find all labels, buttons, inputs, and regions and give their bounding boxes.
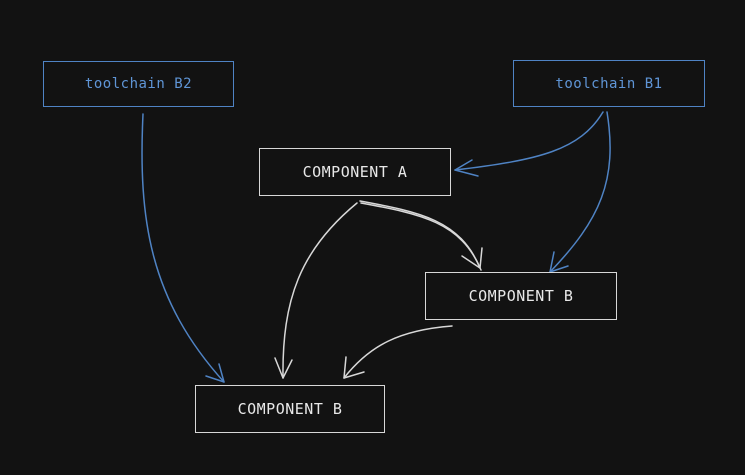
node-component-b-bottom[interactable]: COMPONENT B (195, 385, 385, 433)
node-label: COMPONENT B (237, 400, 343, 418)
node-toolchain-b1[interactable]: toolchain B1 (513, 60, 705, 107)
edge-component-a-to-component-b-bottom (274, 202, 358, 379)
edge-toolchain-b1-to-component-b-mid (549, 111, 611, 273)
node-label: toolchain B1 (555, 75, 663, 92)
node-label: COMPONENT B (468, 287, 574, 305)
node-label: COMPONENT A (302, 163, 408, 181)
node-toolchain-b2[interactable]: toolchain B2 (43, 61, 234, 107)
node-component-a[interactable]: COMPONENT A (259, 148, 451, 196)
edge-component-a-to-component-b-mid (359, 200, 483, 271)
node-component-b-mid[interactable]: COMPONENT B (425, 272, 617, 320)
edge-component-b-mid-to-component-b-bottom (343, 325, 453, 379)
node-label: toolchain B2 (84, 76, 193, 92)
edge-toolchain-b2-to-component-b-bottom (141, 113, 225, 383)
edge-toolchain-b1-to-component-a (454, 111, 604, 177)
